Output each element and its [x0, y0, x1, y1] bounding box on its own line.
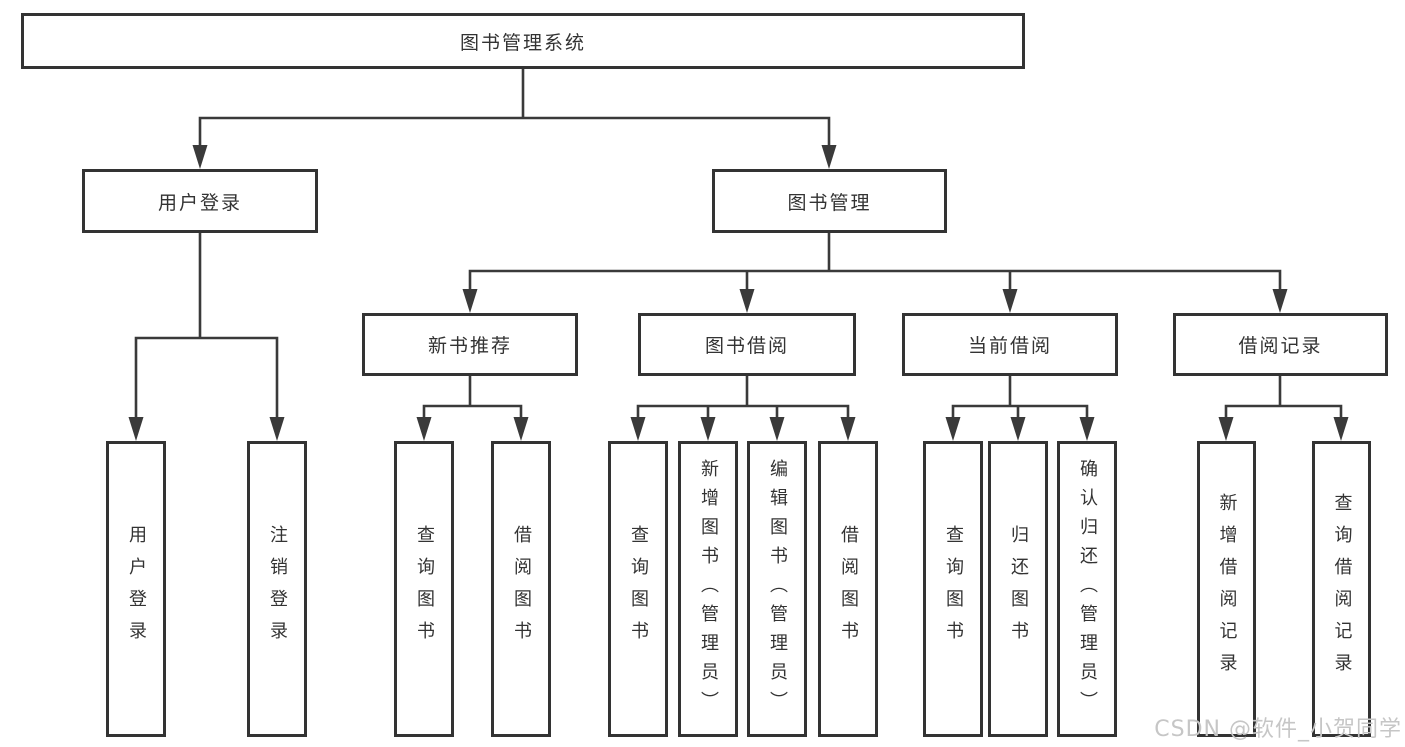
arrowhead-icon-4-1 — [700, 417, 716, 441]
node-label: 新书推荐 — [427, 335, 512, 357]
leaf-add-borrow-record: 新增借阅记录 — [1197, 441, 1256, 737]
arrowhead-icon-2-0 — [128, 417, 144, 441]
node-root-book-management-system: 图书管理系统 — [21, 13, 1025, 69]
arrowhead-icon-6-1 — [1333, 417, 1349, 441]
leaf-label: 编辑图书（管理员） — [767, 458, 788, 720]
node-book-management: 图书管理 — [712, 169, 947, 233]
leaf-query-books-2: 查询图书 — [608, 441, 668, 737]
node-user-login: 用户登录 — [82, 169, 318, 233]
node-label: 当前借阅 — [967, 335, 1052, 357]
connector-path-3 — [422, 374, 523, 421]
arrowhead-icon-1-3 — [1272, 289, 1288, 313]
arrowhead-icon-0-0 — [192, 145, 208, 169]
arrowhead-icon-1-0 — [462, 289, 478, 313]
arrowhead-icon-3-1 — [513, 417, 529, 441]
leaf-label: 用户登录 — [126, 525, 147, 653]
leaf-query-books-1: 查询图书 — [394, 441, 454, 737]
leaf-borrow-books-2: 借阅图书 — [818, 441, 878, 737]
node-book-borrowing: 图书借阅 — [638, 313, 856, 376]
leaf-query-books-3: 查询图书 — [923, 441, 983, 737]
leaf-label: 新增借阅记录 — [1216, 493, 1238, 685]
node-current-borrowing: 当前借阅 — [902, 313, 1118, 376]
leaf-label: 查询借阅记录 — [1331, 493, 1353, 685]
arrowhead-icon-5-2 — [1079, 417, 1095, 441]
arrowhead-icon-3-0 — [416, 417, 432, 441]
leaf-edit-books-admin: 编辑图书（管理员） — [747, 441, 807, 737]
arrowhead-icon-1-1 — [739, 289, 755, 313]
node-label: 图书借阅 — [704, 335, 789, 357]
leaf-label: 归还图书 — [1008, 525, 1029, 653]
connector-path-4 — [636, 374, 850, 421]
node-borrowing-records: 借阅记录 — [1173, 313, 1388, 376]
node-label: 图书管理系统 — [459, 31, 586, 54]
leaf-label: 新增图书（管理员） — [698, 458, 719, 720]
connector-path-2 — [134, 231, 279, 421]
leaf-label: 注销登录 — [267, 525, 288, 653]
arrowhead-icon-5-0 — [945, 417, 961, 441]
leaf-user-login: 用户登录 — [106, 441, 166, 737]
leaf-label: 查询图书 — [943, 525, 964, 653]
arrowhead-icon-1-2 — [1002, 289, 1018, 313]
connector-path-0 — [198, 67, 831, 149]
leaf-borrow-books-1: 借阅图书 — [491, 441, 551, 737]
leaf-label: 确认归还（管理员） — [1077, 458, 1098, 720]
node-label: 借阅记录 — [1238, 335, 1323, 357]
arrowhead-icon-4-0 — [630, 417, 646, 441]
leaf-return-books: 归还图书 — [988, 441, 1048, 737]
arrowhead-icon-6-0 — [1218, 417, 1234, 441]
arrowhead-icon-4-3 — [840, 417, 856, 441]
arrowhead-icon-5-1 — [1010, 417, 1026, 441]
leaf-label: 借阅图书 — [838, 525, 859, 653]
node-new-book-recommendation: 新书推荐 — [362, 313, 578, 376]
leaf-label: 查询图书 — [414, 525, 435, 653]
arrowhead-icon-0-1 — [821, 145, 837, 169]
leaf-query-borrow-record: 查询借阅记录 — [1312, 441, 1371, 737]
leaf-label: 借阅图书 — [511, 525, 532, 653]
csdn-watermark: CSDN @软件_小贺同学 — [1154, 717, 1402, 742]
node-label: 图书管理 — [787, 191, 872, 214]
leaf-logout: 注销登录 — [247, 441, 307, 737]
arrowhead-icon-2-1 — [269, 417, 285, 441]
connector-path-6 — [1224, 374, 1343, 421]
leaf-confirm-return-admin: 确认归还（管理员） — [1057, 441, 1117, 737]
arrowhead-icon-4-2 — [769, 417, 785, 441]
leaf-add-books-admin: 新增图书（管理员） — [678, 441, 738, 737]
node-label: 用户登录 — [157, 191, 242, 214]
connector-path-1 — [468, 231, 1282, 293]
connector-path-5 — [951, 374, 1089, 421]
leaf-label: 查询图书 — [628, 525, 649, 653]
